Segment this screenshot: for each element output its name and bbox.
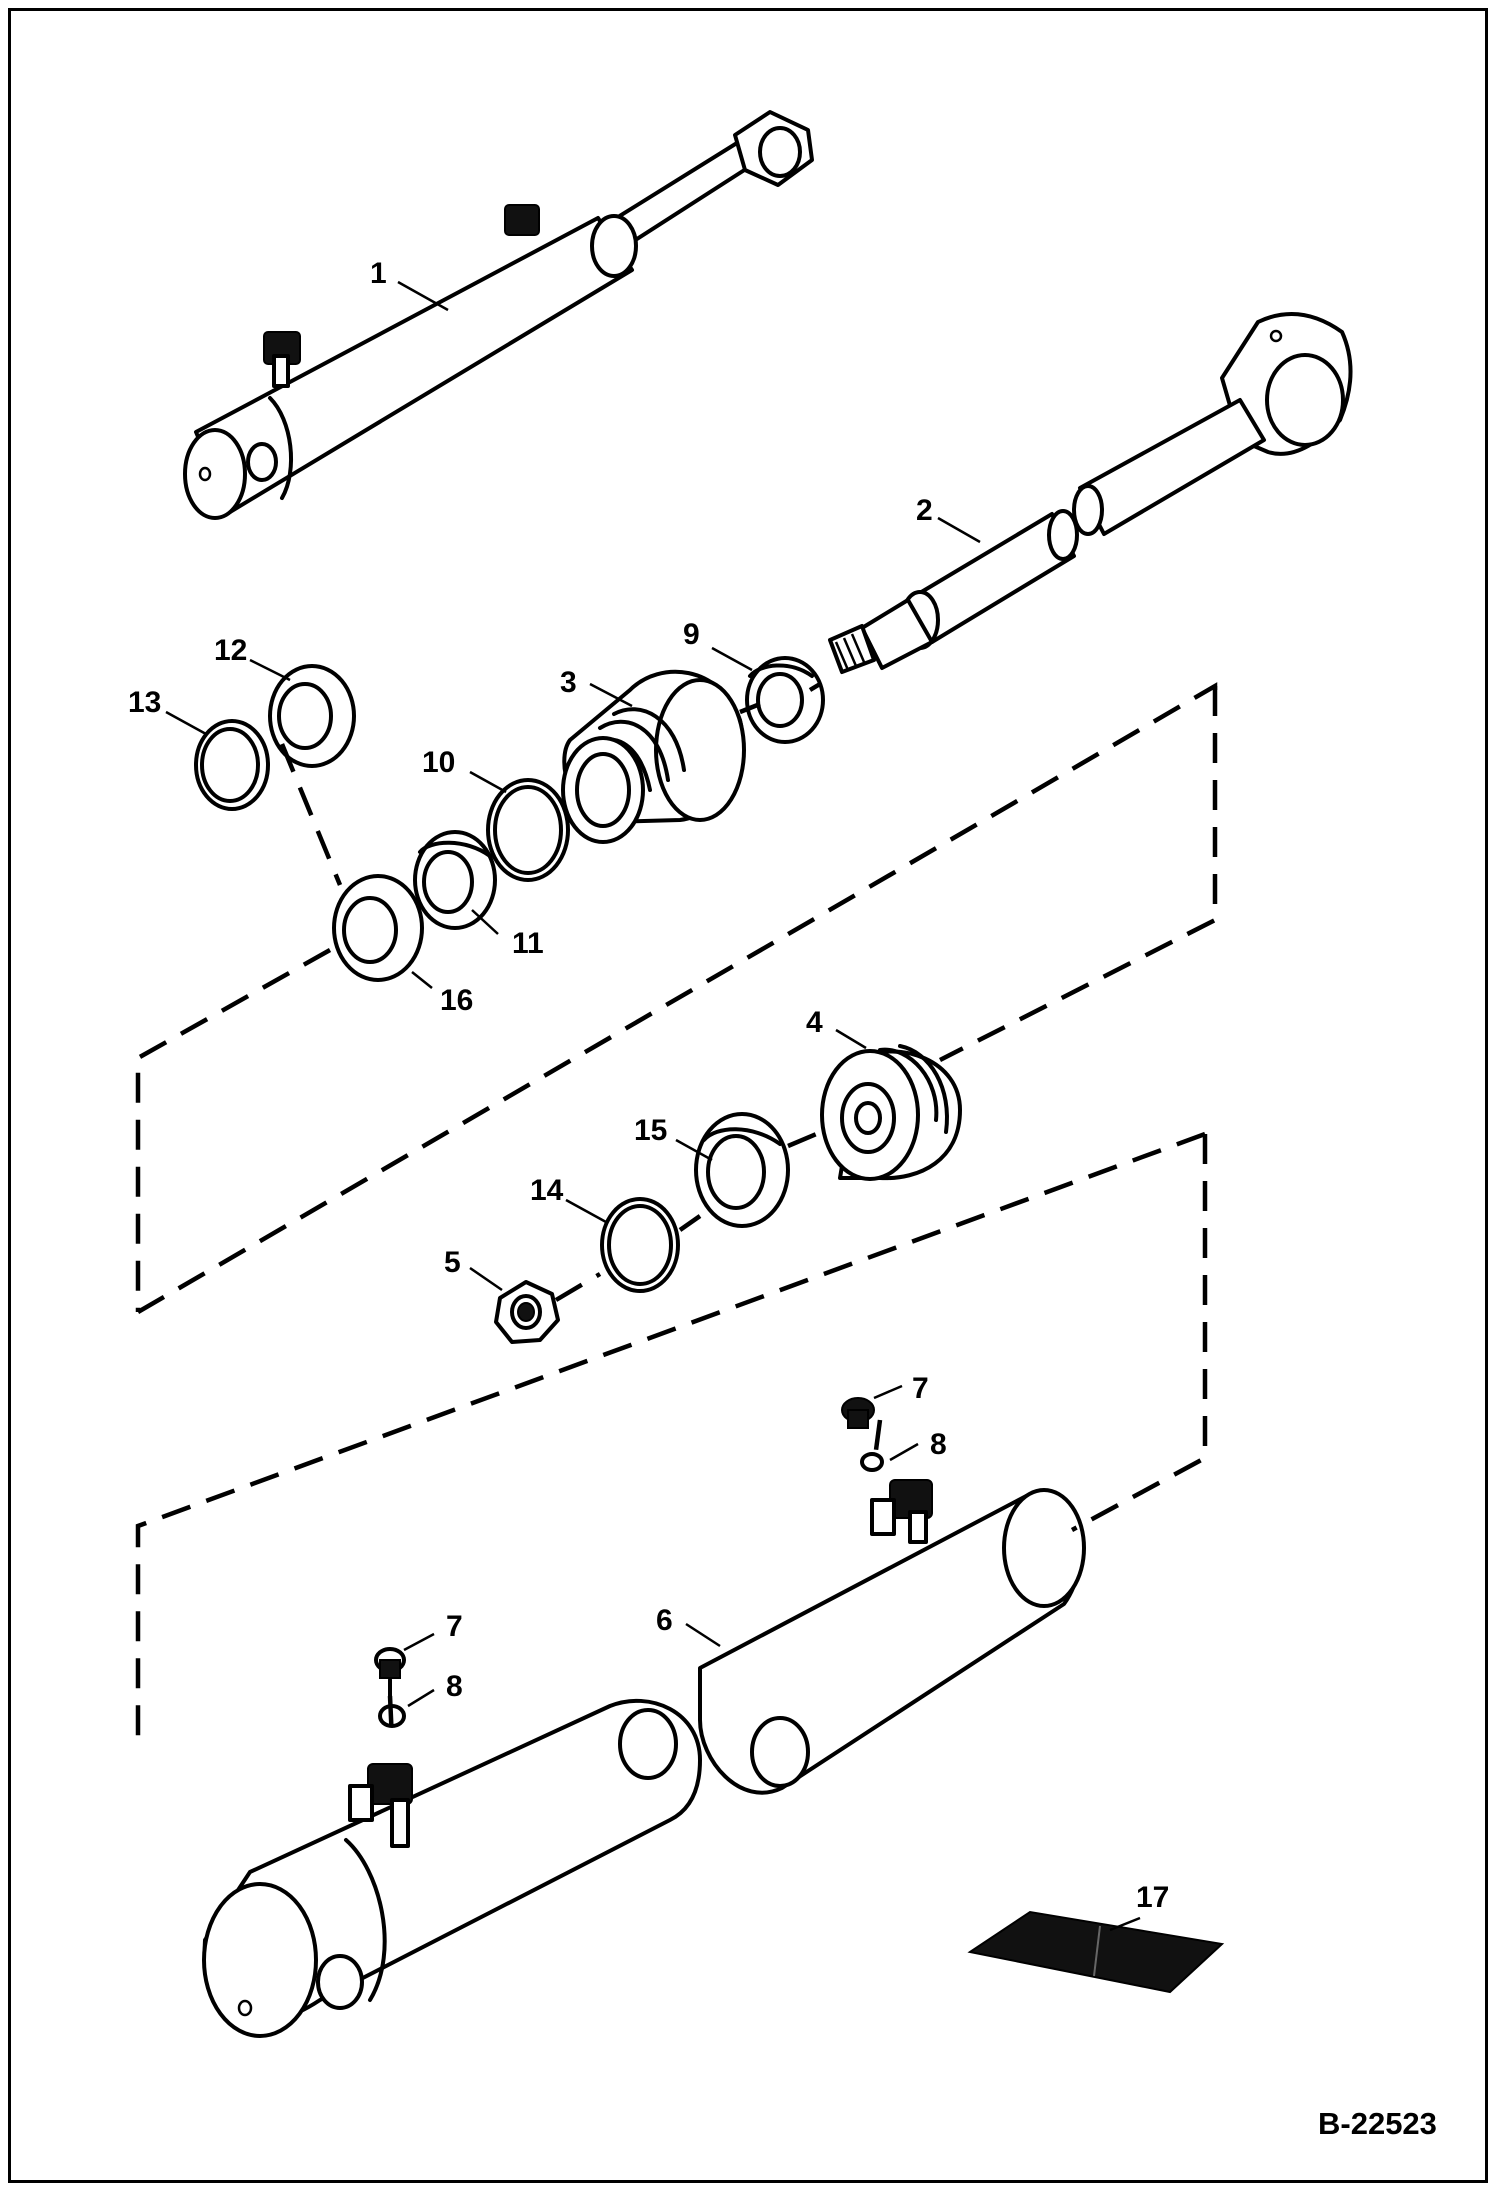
callout-9: 9 bbox=[683, 618, 700, 651]
callout-8-lower: 8 bbox=[446, 1670, 463, 1703]
callout-14: 14 bbox=[530, 1174, 564, 1207]
callout-15: 15 bbox=[634, 1114, 667, 1147]
callout-7-upper: 7 bbox=[912, 1372, 929, 1405]
part-12-seal-ring bbox=[268, 664, 356, 768]
border-frame bbox=[8, 8, 1488, 2183]
callout-16: 16 bbox=[440, 984, 473, 1017]
callout-8-upper: 8 bbox=[930, 1428, 947, 1461]
callout-6: 6 bbox=[656, 1604, 673, 1637]
part-11-seal bbox=[413, 830, 497, 930]
part-3-gland bbox=[561, 669, 746, 844]
callout-17: 17 bbox=[1136, 1881, 1169, 1914]
part-10-o-ring bbox=[486, 778, 570, 882]
callout-10: 10 bbox=[422, 746, 455, 779]
part-9-seal bbox=[745, 656, 825, 744]
part-5-nut bbox=[494, 1280, 560, 1344]
part-16-seal-ring bbox=[332, 874, 424, 982]
part-2-piston-rod bbox=[828, 312, 1353, 674]
callout-labels: 1 2 3 9 10 12 13 11 16 4 15 14 5 7 8 6 7… bbox=[128, 257, 1169, 1914]
part-7-plug-lower bbox=[374, 1647, 406, 1698]
part-1-assembled-cylinder bbox=[183, 110, 814, 520]
callout-5: 5 bbox=[444, 1246, 461, 1279]
part-7-plug-upper bbox=[841, 1397, 875, 1429]
assembly-centerlines bbox=[135, 682, 1218, 1742]
callout-1: 1 bbox=[370, 257, 387, 290]
leader-lines bbox=[165, 280, 1141, 1932]
part-4-piston bbox=[820, 1044, 962, 1181]
part-14-o-ring bbox=[600, 1197, 680, 1293]
callout-11: 11 bbox=[512, 927, 544, 960]
part-15-piston-seal bbox=[694, 1112, 790, 1228]
part-17-decal bbox=[967, 1910, 1225, 1994]
part-13-backup-ring bbox=[194, 719, 270, 811]
callout-7-lower: 7 bbox=[446, 1610, 463, 1643]
figure-reference: B-22523 bbox=[1318, 2106, 1437, 2141]
callout-2: 2 bbox=[916, 494, 933, 527]
callout-12: 12 bbox=[214, 634, 247, 667]
part-8-o-ring-upper bbox=[860, 1452, 884, 1472]
callout-13: 13 bbox=[128, 686, 161, 719]
callout-4: 4 bbox=[806, 1006, 823, 1039]
part-6-barrel bbox=[202, 1479, 1086, 2038]
callout-3: 3 bbox=[560, 666, 577, 699]
